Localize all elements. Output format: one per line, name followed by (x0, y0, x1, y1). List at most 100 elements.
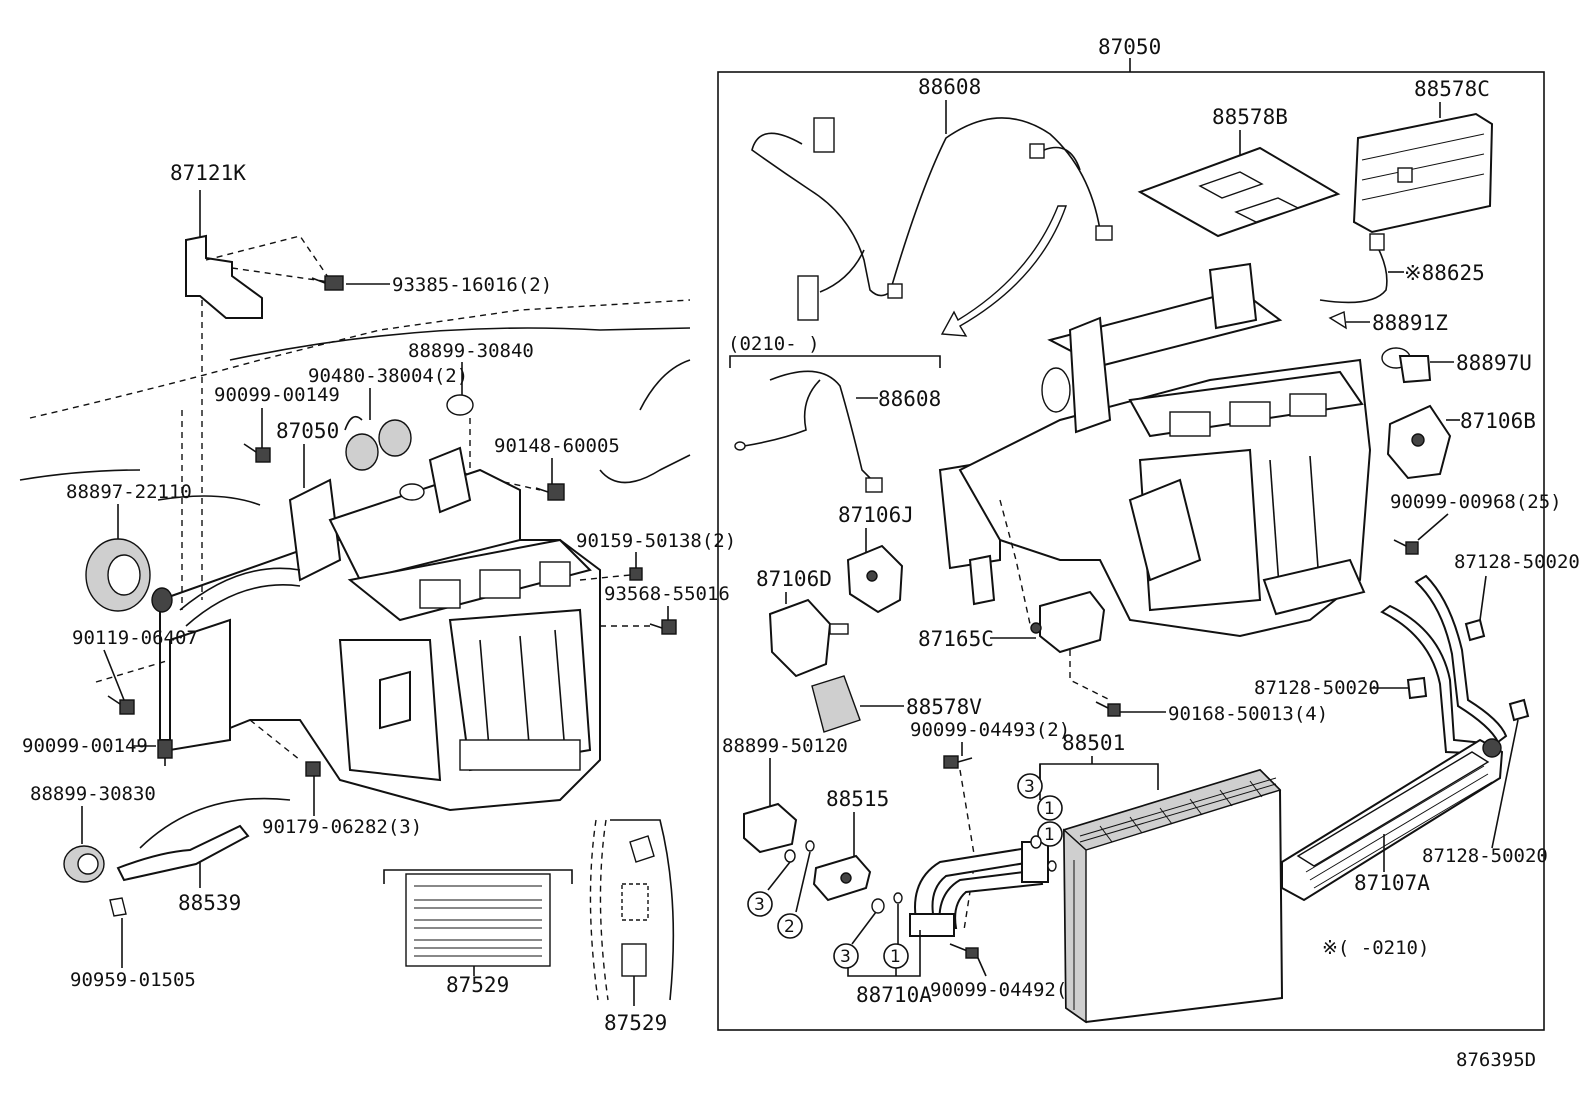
ref-circle-3-b: 3 (833, 943, 859, 969)
label-88515: 88515 (826, 787, 889, 811)
svg-text:1: 1 (1044, 799, 1055, 819)
ref-circle-1-b: 1 (883, 943, 909, 969)
actuator-87106D (768, 598, 849, 678)
label-88710A: 88710A (856, 983, 932, 1007)
ref-circle-3-a: 3 (747, 891, 773, 917)
label-90179-06282: 90179-06282(3) (262, 816, 422, 838)
label-0210: (0210- ) (728, 333, 820, 355)
assembly-arrow (940, 205, 1067, 337)
screw-93385 (311, 275, 344, 291)
label-88501: 88501 (1062, 731, 1125, 755)
label-93385-16016: 93385-16016(2) (392, 274, 552, 296)
label-87106J: 87106J (838, 503, 914, 527)
cover-88578V (811, 675, 861, 733)
label-90480-38004: 90480-38004(2) (308, 365, 468, 387)
pillar-hole (621, 883, 649, 921)
label-88897U: 88897U (1456, 351, 1532, 375)
svg-text:3: 3 (1024, 777, 1035, 797)
screw-90099-04492 (949, 943, 979, 959)
clip-88891Z (1328, 310, 1347, 330)
clamp-87128-a (1464, 618, 1486, 642)
grommet-88899-30830 (63, 845, 105, 883)
label-87165C: 87165C (918, 627, 994, 651)
label-87107A: 87107A (1354, 871, 1430, 895)
actuator-87106B (1386, 404, 1452, 480)
actuator-87106J (846, 544, 904, 614)
svg-text:3: 3 (754, 895, 765, 915)
heater-core-87107A (1281, 738, 1504, 902)
label-90148-60005: 90148-60005 (494, 435, 620, 457)
evaporator-88501 (1062, 768, 1284, 1024)
screw-90168 (1095, 701, 1121, 717)
label-88608-b: 88608 (878, 387, 941, 411)
label-88539: 88539 (178, 891, 241, 915)
note-applicability: ※( -0210) (1322, 937, 1429, 959)
svg-text:1: 1 (890, 947, 901, 967)
screw-90179 (305, 761, 321, 777)
label-87529-a: 87529 (446, 973, 509, 997)
label-87050-left: 87050 (276, 419, 339, 443)
wire-harness-88608-b (769, 370, 873, 481)
label-88899-30830: 88899-30830 (30, 783, 156, 805)
sensor-88625 (1319, 243, 1388, 304)
label-90099-04493: 90099-04493(2) (910, 719, 1070, 741)
label-87128-50020-a: 87128-50020 (1454, 551, 1580, 573)
label-88578C: 88578C (1414, 77, 1490, 101)
label-87121K: 87121K (170, 161, 246, 185)
ref-circle-1-top: 1 (1037, 795, 1063, 821)
actuator-87165C (1030, 590, 1106, 654)
label-90168-50013: 90168-50013(4) (1168, 703, 1328, 725)
pipe-88710A-b (938, 868, 1044, 929)
connector-88608-a (813, 117, 835, 153)
svg-text:2: 2 (784, 917, 795, 937)
label-90159-50138: 90159-50138(2) (576, 530, 736, 552)
sensor-88897U (1381, 347, 1432, 384)
wire-harness-88608 (751, 117, 1101, 297)
heater-pipe-b (1414, 574, 1508, 744)
heater-unit-left (151, 446, 601, 812)
caution-label-87529-a (405, 873, 551, 967)
label-93568-55016: 93568-55016 (604, 583, 730, 605)
assembly-frame (717, 71, 1545, 1031)
label-90099-00149-a: 90099-00149 (214, 384, 340, 406)
connector-88608-c (887, 283, 903, 299)
label-88625: ※88625 (1404, 261, 1485, 285)
ref-circle-3-top: 3 (1017, 773, 1043, 799)
clip-pillar (629, 835, 655, 863)
clamp-87128-b (1406, 676, 1428, 700)
diagram-id: 876395D (1456, 1049, 1536, 1071)
svg-text:1: 1 (1044, 825, 1055, 845)
filter-cover-88578C (1352, 112, 1494, 234)
label-88578B: 88578B (1212, 105, 1288, 129)
screw-90099-00149-b (157, 739, 173, 766)
label-87128-50020-c: 87128-50020 (1422, 845, 1548, 867)
screw-90099-00968 (1393, 539, 1419, 555)
label-87106D: 87106D (756, 567, 832, 591)
screw-93568 (649, 619, 677, 635)
label-87128-50020-b: 87128-50020 (1254, 677, 1380, 699)
label-88897-22110: 88897-22110 (66, 481, 192, 503)
label-88578V: 88578V (906, 695, 982, 719)
screw-90119 (107, 695, 135, 715)
label-90119-06407: 90119-06407 (72, 627, 198, 649)
clamp-87128-c (1508, 698, 1530, 722)
drain-hose-88539 (116, 824, 250, 882)
grommet-90480 (345, 419, 412, 471)
connector-88608-d (1029, 143, 1045, 159)
filter-88578B (1137, 146, 1341, 238)
label-88608-a: 88608 (918, 75, 981, 99)
label-88899-50120: 88899-50120 (722, 735, 848, 757)
connector-88608-b (797, 275, 819, 321)
clamp-90959 (109, 897, 127, 917)
clip-88899-30840 (446, 394, 474, 416)
ref-circle-1-mid: 1 (1037, 821, 1063, 847)
label-90099-04492: 90099-04492(2) (930, 979, 1090, 1001)
label-90099-00149-b: 90099-00149 (22, 735, 148, 757)
heater-pipe-a (1380, 604, 1496, 756)
label-88891Z: 88891Z (1372, 311, 1448, 335)
caution-label-87529-b (621, 943, 647, 977)
label-87106B: 87106B (1460, 409, 1536, 433)
screw-90159 (629, 567, 643, 581)
screw-90099-00149-a (243, 443, 271, 463)
